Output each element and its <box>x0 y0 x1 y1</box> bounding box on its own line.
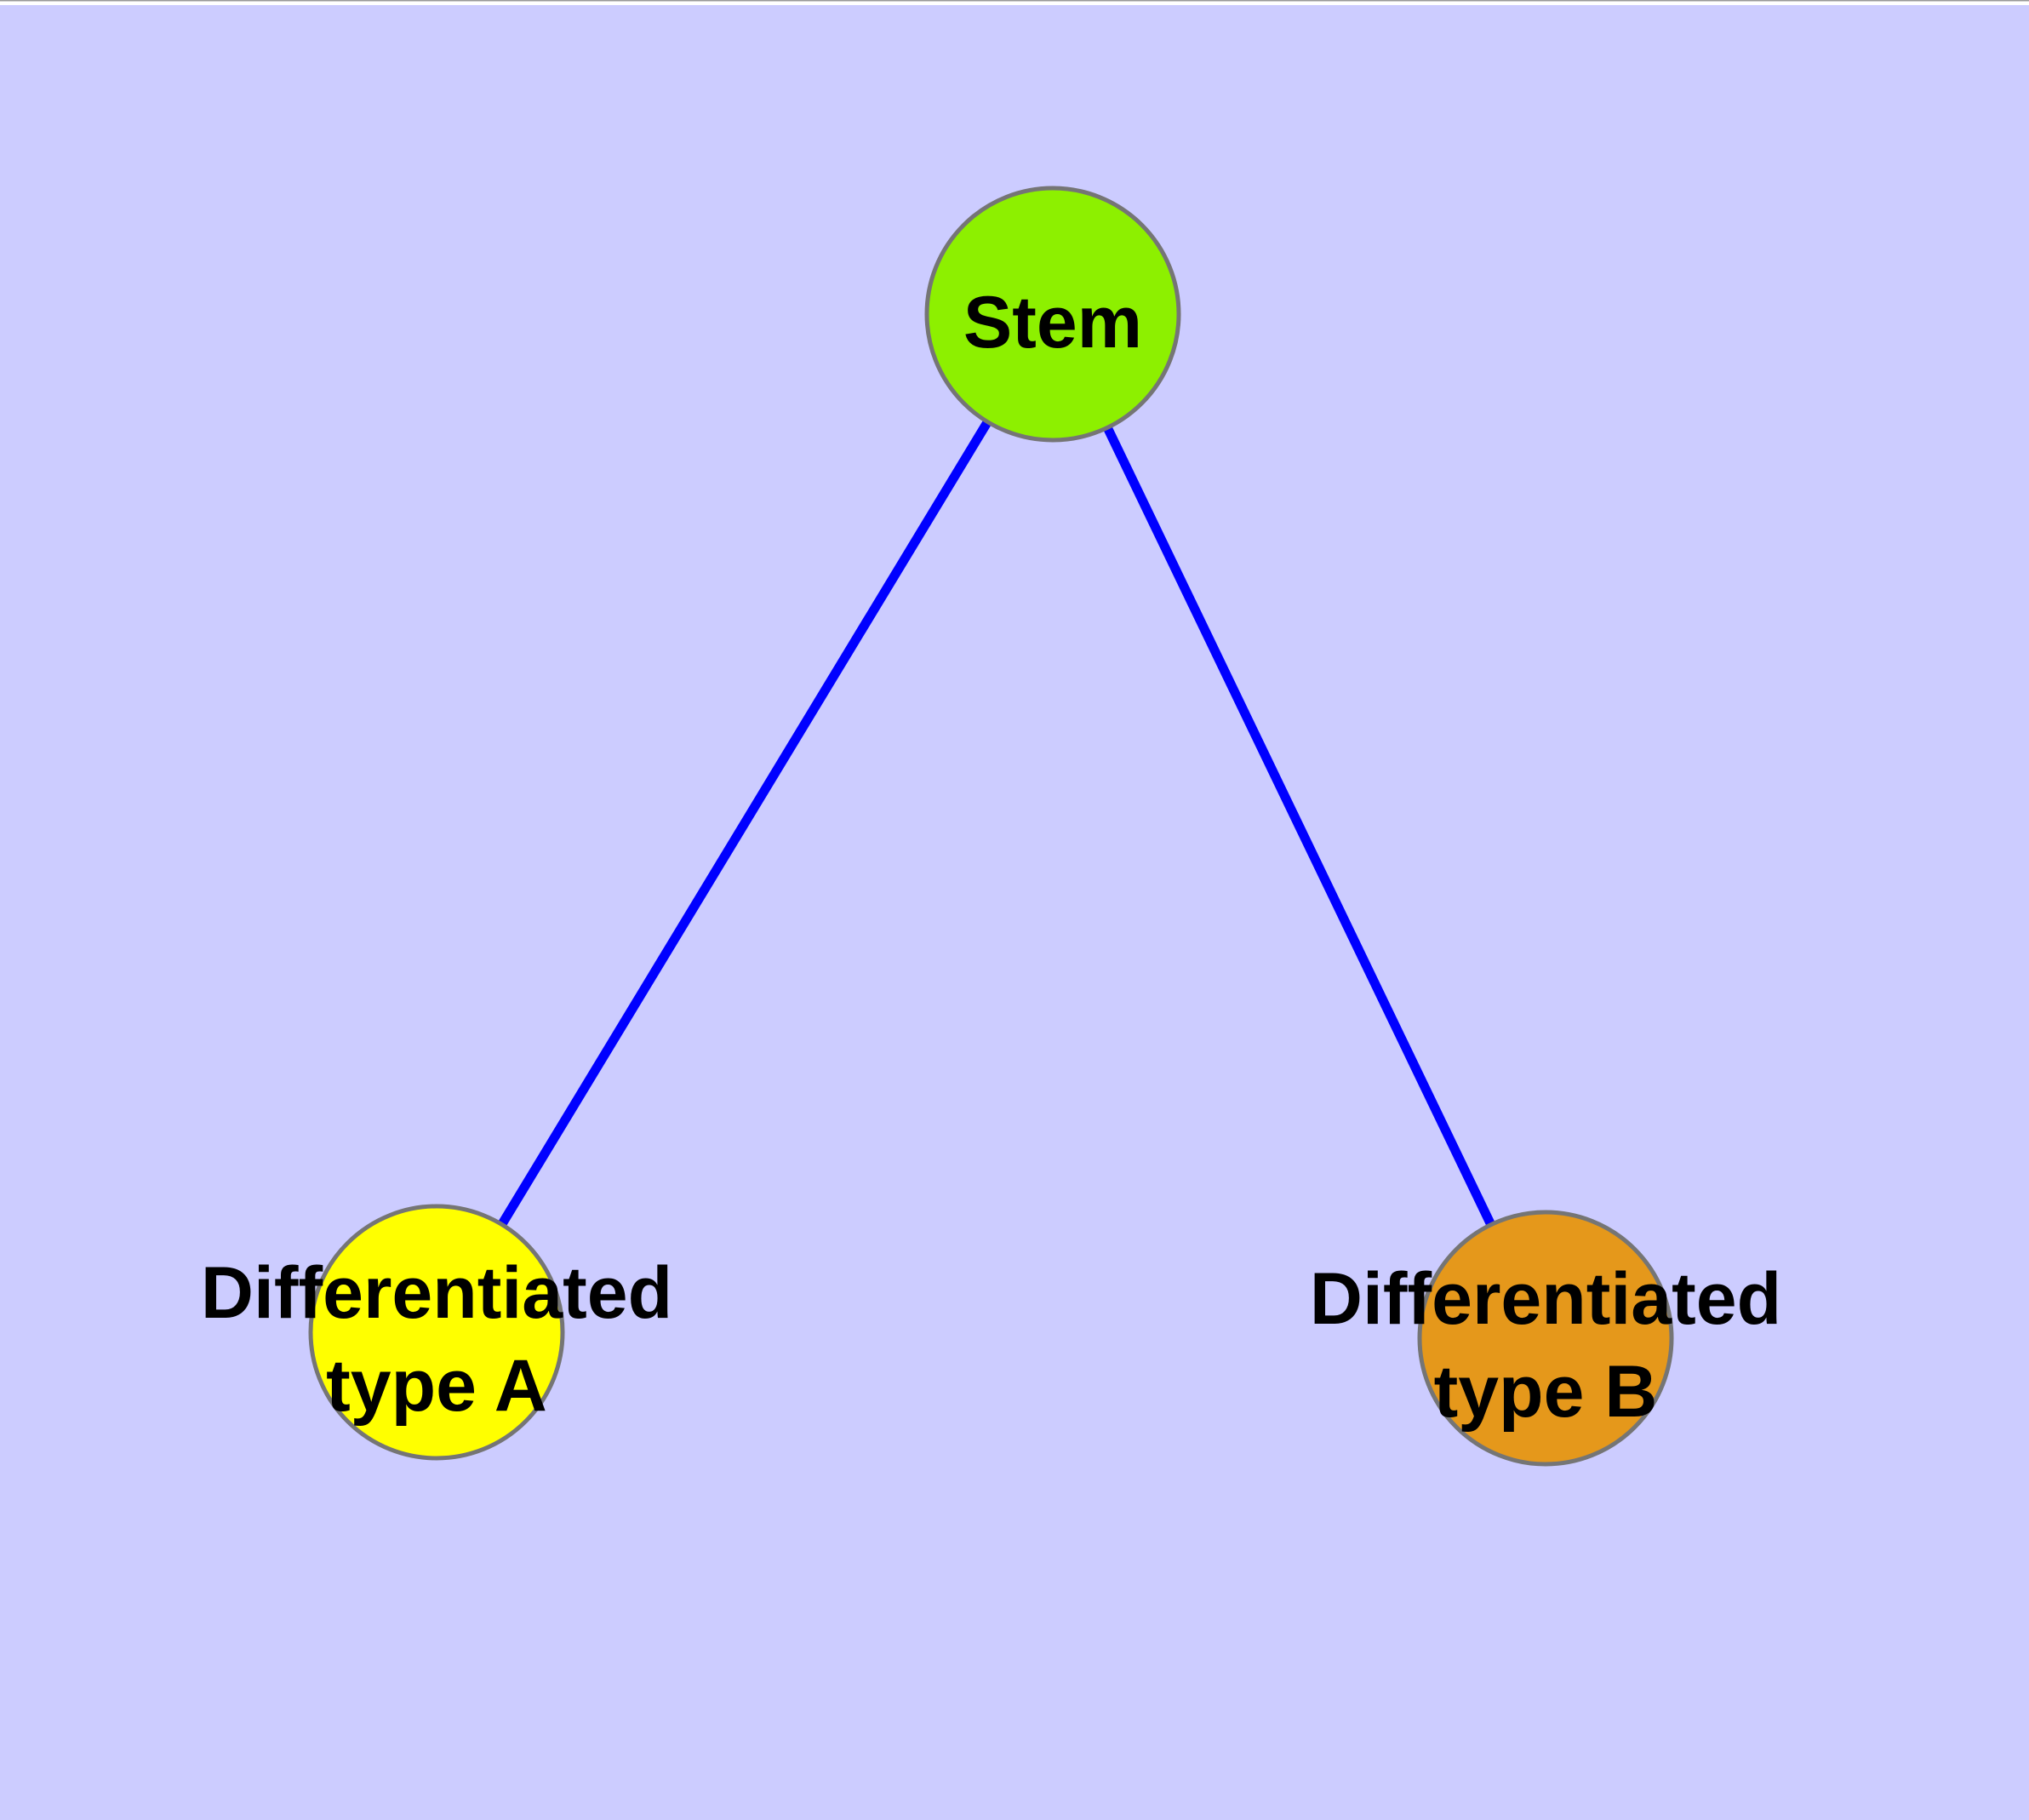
node-type-a-label-line-1: Differentiated <box>201 1252 672 1334</box>
node-type-b-circle <box>1417 1210 1674 1467</box>
top-margin-strip <box>0 0 2029 5</box>
node-type-a-label-line-2: type A <box>326 1345 547 1427</box>
node-type-b-label-line-2: type B <box>1434 1351 1658 1433</box>
edge-stem-to-type-b <box>1049 312 1550 1341</box>
node-stem-circle <box>924 186 1181 443</box>
node-stem-label: Stem <box>963 282 1142 363</box>
top-hairline <box>0 0 2029 2</box>
node-type-b-label-line-1: Differentiated <box>1310 1258 1781 1340</box>
edge-stem-to-type-a <box>432 312 1057 1335</box>
node-type-a-circle <box>308 1204 565 1461</box>
